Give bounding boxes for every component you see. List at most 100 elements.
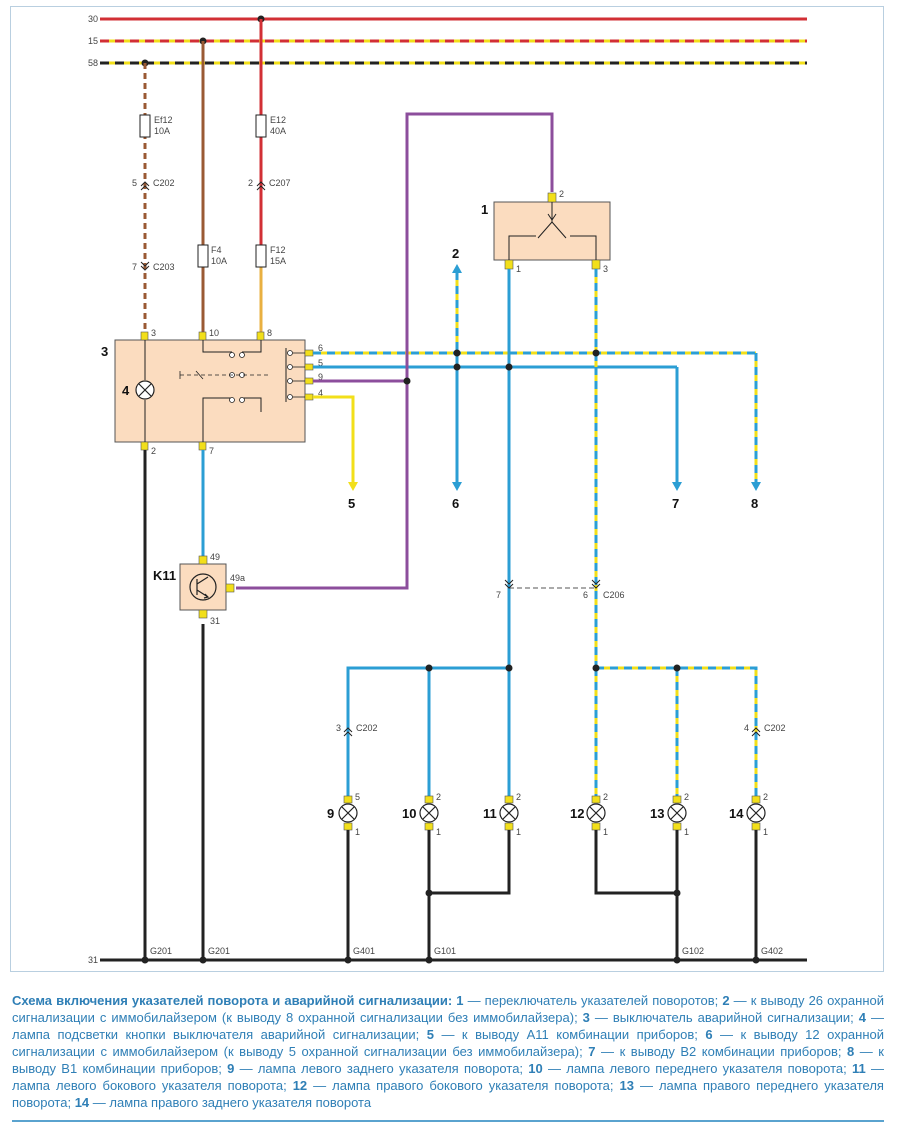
- relay-k11: 49 49a 31 K11: [153, 552, 245, 626]
- fuse-f4: F4 10A: [197, 244, 227, 268]
- caption-item-text: — к выводу В1 комбинации приборов;: [12, 1044, 884, 1076]
- junction-dot: [505, 664, 513, 672]
- junction-dot: [673, 664, 681, 672]
- label-3: 3: [101, 344, 108, 359]
- label-13: 13: [650, 806, 664, 821]
- turn-signal-switch-1: 2 1 3 1: [481, 189, 611, 274]
- caption-item-text: — лампа левого бокового указателя поворо…: [12, 1061, 884, 1093]
- junction-dot: [403, 377, 411, 385]
- connector-label: C202: [764, 723, 786, 733]
- lamp-10: 2 1 10: [402, 792, 441, 837]
- connector-label: C207: [269, 178, 291, 188]
- lamp-12: 2 1 12: [570, 792, 608, 837]
- caption-items: 1 — переключатель указателей поворотов; …: [12, 993, 884, 1110]
- fuse-f12: F12 15A: [255, 244, 286, 268]
- lamp-11: 2 1 11: [483, 792, 521, 837]
- label-12: 12: [570, 806, 584, 821]
- pin-label: 1: [436, 827, 441, 837]
- fuse-f12-rating: 15A: [270, 256, 286, 266]
- label-2: 2: [452, 246, 459, 261]
- caption-item-number: 1: [456, 993, 464, 1008]
- lamp-9: 5 1 9: [327, 792, 360, 837]
- ground-g102: G102: [682, 946, 704, 956]
- bus-58: 58: [88, 58, 807, 68]
- fuse-e12-name: E12: [270, 115, 286, 125]
- pin-label: 1: [684, 827, 689, 837]
- diagram-frame: [10, 6, 884, 972]
- pin-label: 49a: [230, 573, 245, 583]
- caption-item-text: — к выводу А11 комбинации приборов;: [433, 1027, 706, 1042]
- wire-purple-top: [405, 112, 554, 381]
- ground-g402: G402: [761, 946, 783, 956]
- caption-item-number: 13: [619, 1078, 634, 1093]
- label-4: 4: [122, 383, 130, 398]
- pin-label: 7: [496, 590, 501, 600]
- connector-label: C202: [153, 178, 175, 188]
- caption-item-text: — переключатель указателей поворотов;: [463, 993, 723, 1008]
- arrow-6: [452, 482, 462, 491]
- wire-right-dist: [594, 666, 758, 800]
- pin-label: 5: [318, 358, 323, 368]
- junction-dot: [673, 956, 681, 964]
- label-5: 5: [348, 496, 355, 511]
- pin-label: 9: [318, 372, 323, 382]
- caption-title: Схема включения указателей поворота и ав…: [12, 993, 453, 1008]
- junction-dot: [752, 956, 760, 964]
- ground-g201-a: G201: [150, 946, 172, 956]
- fuse-ef12: Ef12 10A: [139, 114, 173, 138]
- caption-item-number: 8: [847, 1044, 855, 1059]
- pin-label: 5: [132, 178, 137, 188]
- pin-label: 2: [248, 178, 253, 188]
- connector-c203: 7 C203: [132, 261, 175, 272]
- pin-label: 6: [583, 590, 588, 600]
- pin-label: 2: [151, 446, 156, 456]
- pin-label: 2: [559, 189, 564, 199]
- wire-purple-k11: [236, 381, 409, 590]
- pin-label: 1: [355, 827, 360, 837]
- bus-58-label: 58: [88, 58, 98, 68]
- pin-label: 1: [516, 264, 521, 274]
- caption-item-text: — лампа подсветки кнопки выключателя ава…: [12, 1010, 884, 1042]
- pin-label: 2: [516, 792, 521, 802]
- pin-label: 7: [132, 262, 137, 272]
- caption-item-number: 14: [74, 1095, 90, 1110]
- ground-g101: G101: [434, 946, 456, 956]
- pin-label: 3: [336, 723, 341, 733]
- junction-dot: [592, 664, 600, 672]
- caption-item-number: 10: [528, 1061, 543, 1076]
- junction-dot: [425, 956, 433, 964]
- label-14: 14: [729, 806, 744, 821]
- junction-dot: [425, 889, 433, 897]
- connector-c202-left: 3 C202: [336, 723, 378, 737]
- label-k11: K11: [153, 568, 176, 583]
- bus-31: 31: [88, 955, 807, 965]
- wire-left-dist: [346, 666, 509, 800]
- junction-dot: [199, 956, 207, 964]
- pin-label: 2: [603, 792, 608, 802]
- caption-item-number: 4: [858, 1010, 866, 1025]
- caption-item-text: — к выводу 26 охранной сигнализации с им…: [12, 993, 884, 1025]
- fuse-ef12-name: Ef12: [154, 115, 173, 125]
- pin-label: 6: [318, 343, 323, 353]
- ground-g201-b: G201: [208, 946, 230, 956]
- label-11: 11: [483, 806, 497, 821]
- bus-15-label: 15: [88, 36, 98, 46]
- pin-label: 1: [763, 827, 768, 837]
- pin-label: 1: [603, 827, 608, 837]
- caption-item-text: — к выводу 12 охранной сигнализации с им…: [12, 1027, 885, 1059]
- pin-label: 3: [151, 328, 156, 338]
- connector-label: C206: [603, 590, 625, 600]
- pin-label: 1: [516, 827, 521, 837]
- pin-label: 2: [763, 792, 768, 802]
- ground-wires: [143, 450, 758, 960]
- lamp-13: 2 1 13: [650, 792, 689, 837]
- pin-label: 10: [209, 328, 219, 338]
- fuse-f4-name: F4: [211, 245, 222, 255]
- fuse-f4-rating: 10A: [211, 256, 227, 266]
- caption-item-text: — выключатель аварийной сигнализации;: [589, 1010, 859, 1025]
- caption-item-text: — лампа левого переднего указателя повор…: [542, 1061, 852, 1076]
- fuse-ef12-rating: 10A: [154, 126, 170, 136]
- bus-30: 30: [88, 14, 807, 24]
- junction-dot: [344, 956, 352, 964]
- connector-label: C203: [153, 262, 175, 272]
